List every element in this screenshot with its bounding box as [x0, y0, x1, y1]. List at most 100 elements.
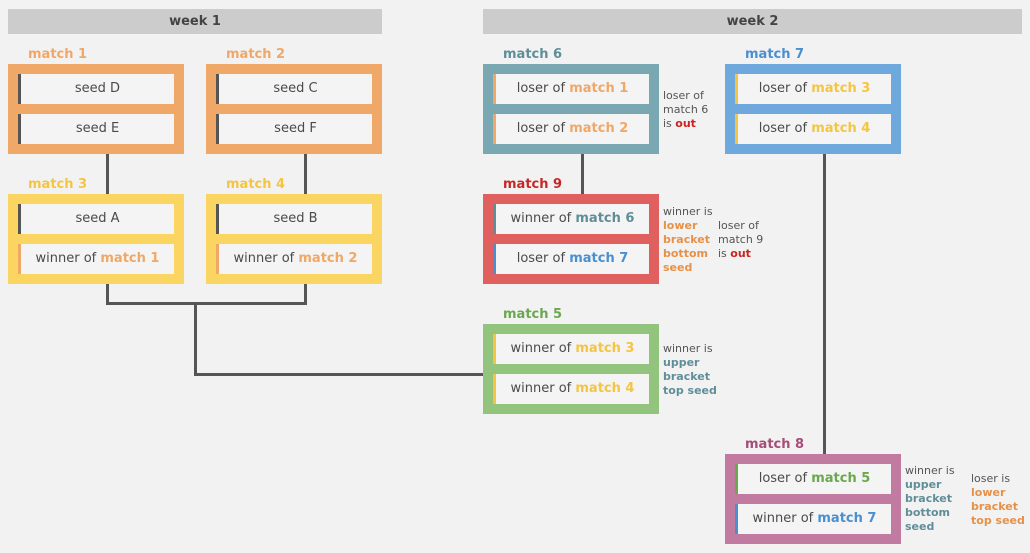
match-8-slot-top: loser of match 5	[735, 464, 891, 494]
connector-line	[581, 153, 584, 195]
match-3-box: seed A winner of match 1	[8, 194, 184, 284]
connector-line	[304, 283, 307, 305]
match-ref: match 7	[569, 251, 629, 266]
note-line: loser of	[663, 89, 704, 102]
match-3-slot-bottom: winner of match 1	[18, 244, 174, 274]
connector-line	[106, 153, 109, 195]
match-6-slot-bottom: loser of match 2	[493, 114, 649, 144]
note-emph: seed	[663, 261, 693, 274]
match-ref: match 1	[100, 251, 160, 266]
match-ref: match 5	[811, 471, 871, 486]
slot-text: loser of	[758, 81, 812, 96]
match-6-title: match 6	[503, 47, 563, 62]
note-emph: bottom	[905, 506, 950, 519]
match-7-slot-top: loser of match 3	[735, 74, 891, 104]
note-emph: bracket	[971, 500, 1018, 513]
match-5-slot-bottom: winner of match 4	[493, 374, 649, 404]
note-line: loser of	[718, 219, 759, 232]
note-line: bottom	[905, 506, 955, 520]
match-6-loser-note: loser of match 6 is out	[663, 89, 708, 131]
note-emph: lower	[663, 219, 698, 232]
match-1-slot-bottom: seed E	[18, 114, 174, 144]
match-2-box: seed C seed F	[206, 64, 382, 154]
note-emph: upper	[905, 478, 942, 491]
match-2-title: match 2	[226, 47, 286, 62]
match-1-slot-top: seed D	[18, 74, 174, 104]
slot-text: loser of	[516, 121, 570, 136]
slot-text: winner of	[510, 341, 576, 356]
note-line: seed	[905, 520, 955, 534]
slot-text: winner of	[510, 381, 576, 396]
note-line: top seed	[663, 384, 717, 398]
match-3-title: match 3	[28, 177, 88, 192]
match-9-slot-top: winner of match 6	[493, 204, 649, 234]
note-line: match 9	[718, 233, 764, 246]
match-4-slot-top: seed B	[216, 204, 372, 234]
match-ref: match 3	[575, 341, 635, 356]
note-line: is out	[663, 117, 708, 131]
match-ref: match 2	[298, 251, 358, 266]
match-7-box: loser of match 3 loser of match 4	[725, 64, 901, 154]
week-1-header: week 1	[8, 9, 382, 34]
match-7-title: match 7	[745, 47, 805, 62]
note-line: top seed	[971, 514, 1025, 528]
match-9-box: winner of match 6 loser of match 7	[483, 194, 659, 284]
note-emph: bracket	[663, 370, 710, 383]
match-8-slot-bottom: winner of match 7	[735, 504, 891, 534]
note-line: bracket	[663, 233, 713, 247]
out-label: out	[675, 117, 696, 130]
note-emph: seed	[905, 520, 935, 533]
slot-text: loser of	[758, 121, 812, 136]
match-6-slot-top: loser of match 1	[493, 74, 649, 104]
match-ref: match 6	[575, 211, 635, 226]
match-ref: match 3	[811, 81, 871, 96]
note-line: winner is	[663, 342, 713, 355]
note-emph: lower	[971, 486, 1006, 499]
match-9-title: match 9	[503, 177, 563, 192]
match-ref: match 2	[569, 121, 629, 136]
match-ref: match 1	[569, 81, 629, 96]
note-emph: bracket	[663, 233, 710, 246]
slot-text: winner of	[35, 251, 101, 266]
connector-line	[106, 302, 307, 305]
week-2-header: week 2	[483, 9, 1022, 34]
match-5-title: match 5	[503, 307, 563, 322]
note-emph: top seed	[663, 384, 717, 397]
slot-text: loser of	[758, 471, 812, 486]
note-line: lower	[971, 486, 1025, 500]
note-line: bracket	[663, 370, 717, 384]
slot-text: winner of	[510, 211, 576, 226]
match-1-title: match 1	[28, 47, 88, 62]
match-6-box: loser of match 1 loser of match 2	[483, 64, 659, 154]
note-text: is	[718, 247, 731, 260]
match-ref: match 4	[811, 121, 871, 136]
note-line: winner is	[905, 464, 955, 477]
match-2-slot-top: seed C	[216, 74, 372, 104]
out-label: out	[730, 247, 751, 260]
note-line: loser is	[971, 472, 1011, 485]
slot-text: winner of	[233, 251, 299, 266]
note-text: is	[663, 117, 676, 130]
match-8-title: match 8	[745, 437, 805, 452]
match-9-winner-note: winner is lower bracket bottom seed	[663, 205, 713, 275]
note-line: upper	[905, 478, 955, 492]
match-9-loser-note: loser of match 9 is out	[718, 219, 763, 261]
match-5-slot-top: winner of match 3	[493, 334, 649, 364]
note-emph: bracket	[905, 492, 952, 505]
match-9-slot-bottom: loser of match 7	[493, 244, 649, 274]
connector-line	[194, 302, 197, 376]
match-4-title: match 4	[226, 177, 286, 192]
note-line: upper	[663, 356, 717, 370]
connector-line	[106, 283, 109, 305]
note-emph: bottom	[663, 247, 708, 260]
note-emph: top seed	[971, 514, 1025, 527]
note-line: bottom	[663, 247, 713, 261]
match-8-box: loser of match 5 winner of match 7	[725, 454, 901, 544]
note-line: lower	[663, 219, 713, 233]
slot-text: loser of	[516, 81, 570, 96]
note-line: winner is	[663, 205, 713, 218]
match-7-slot-bottom: loser of match 4	[735, 114, 891, 144]
match-3-slot-top: seed A	[18, 204, 174, 234]
match-4-slot-bottom: winner of match 2	[216, 244, 372, 274]
match-8-winner-note: winner is upper bracket bottom seed	[905, 464, 955, 534]
